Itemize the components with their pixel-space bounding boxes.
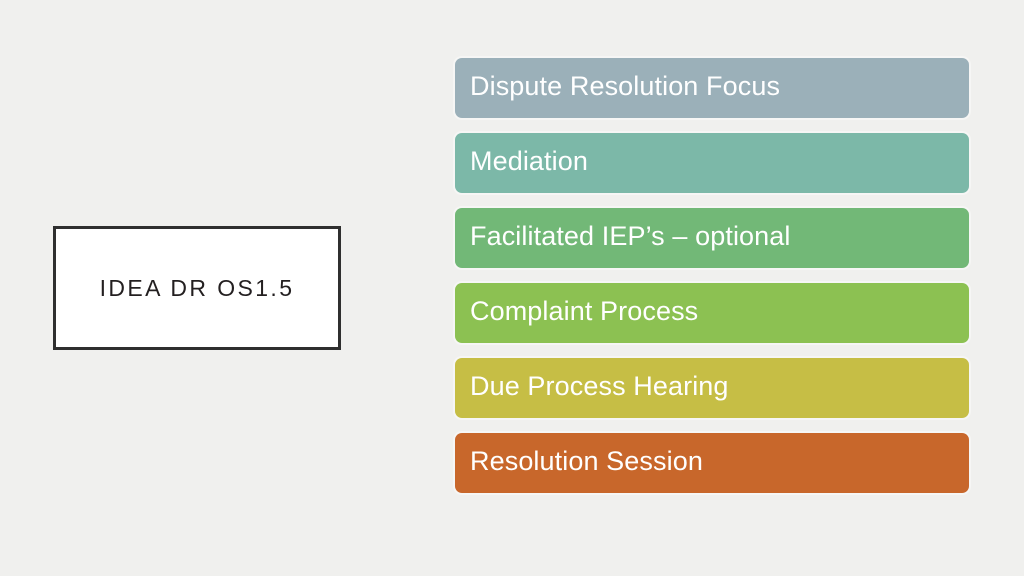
bar-dispute-resolution-focus[interactable]: Dispute Resolution Focus bbox=[455, 58, 969, 118]
dispute-resolution-bar-stack: Dispute Resolution Focus Mediation Facil… bbox=[455, 58, 969, 493]
idea-dr-label-text: IDEA DR OS1.5 bbox=[99, 274, 295, 301]
bar-label-mediation: Mediation bbox=[470, 145, 588, 176]
idea-dr-label-box: IDEA DR OS1.5 bbox=[53, 226, 341, 350]
bar-due-process-hearing[interactable]: Due Process Hearing bbox=[455, 358, 969, 418]
bar-label-facilitated-ieps-optional: Facilitated IEP’s – optional bbox=[470, 220, 791, 251]
bar-label-complaint-process: Complaint Process bbox=[470, 295, 699, 326]
bar-label-dispute-resolution-focus: Dispute Resolution Focus bbox=[470, 70, 781, 101]
bar-label-resolution-session: Resolution Session bbox=[470, 445, 703, 476]
bar-mediation[interactable]: Mediation bbox=[455, 133, 969, 193]
bar-label-due-process-hearing: Due Process Hearing bbox=[470, 370, 729, 401]
bar-resolution-session[interactable]: Resolution Session bbox=[455, 433, 969, 493]
bar-complaint-process[interactable]: Complaint Process bbox=[455, 283, 969, 343]
bar-facilitated-ieps-optional[interactable]: Facilitated IEP’s – optional bbox=[455, 208, 969, 268]
